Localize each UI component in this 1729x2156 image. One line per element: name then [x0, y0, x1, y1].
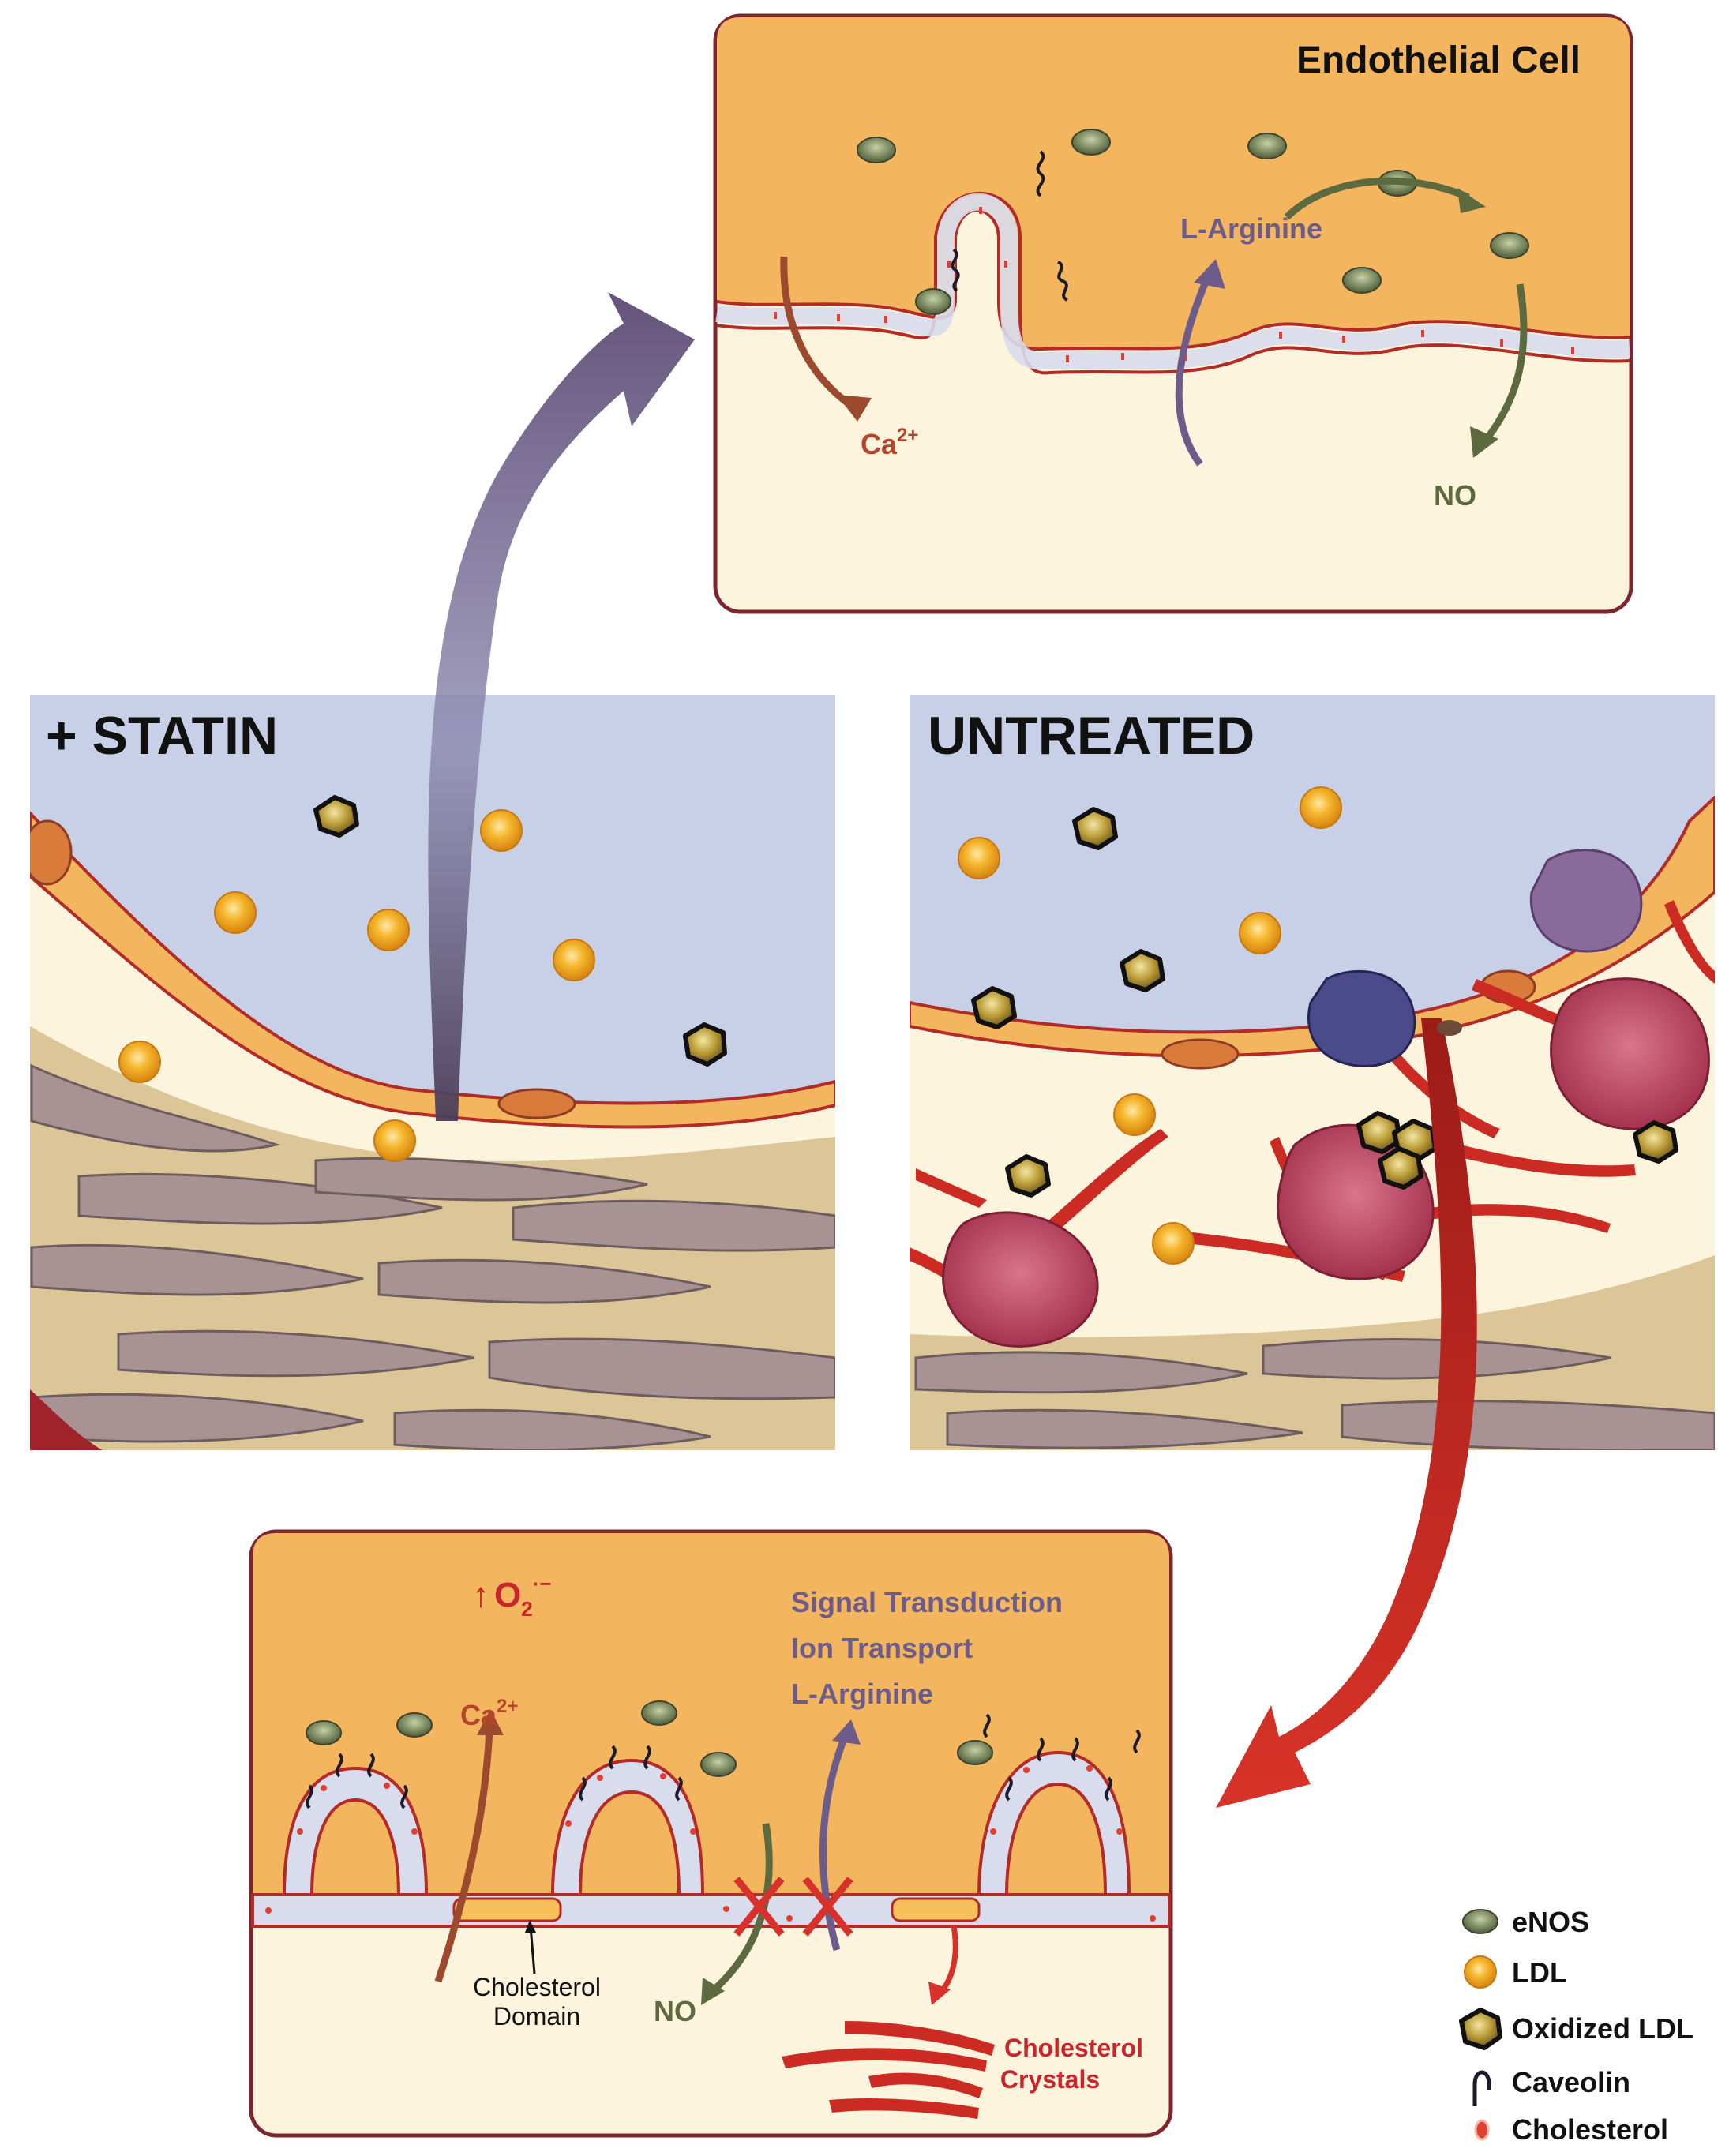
crystals-label-line2: Crystals	[1000, 2065, 1100, 2094]
calcium-label: Ca2+	[861, 425, 918, 460]
statin-ldl-particles	[118, 795, 727, 1162]
oxidized-ldl-icon	[1459, 2008, 1502, 2050]
cholesterol-domain-label-line1: Cholesterol	[473, 1973, 601, 2001]
enos-icon	[1462, 1909, 1498, 1934]
legend-label-oxidized-ldl: Oxidized LDL	[1512, 2012, 1693, 2045]
signal-list: Signal Transduction Ion Transport L-Argi…	[791, 1586, 1063, 1710]
l-arginine-label: L-Arginine	[1180, 212, 1322, 245]
no-label: NO	[1434, 479, 1476, 512]
untreated-title: UNTREATED	[928, 706, 1255, 766]
legend-label-cholesterol: Cholesterol	[1512, 2113, 1668, 2146]
ldl-icon	[1464, 1955, 1497, 1989]
legend-item-caveolin: Caveolin	[1472, 2066, 1630, 2106]
legend-item-enos: eNOS	[1462, 1906, 1589, 1938]
legend-label-caveolin: Caveolin	[1512, 2066, 1630, 2098]
endothelial-cell-title: Endothelial Cell	[1296, 39, 1581, 81]
crystals-label-line1: Cholesterol	[1004, 2034, 1143, 2062]
ion-transport-label: Ion Transport	[791, 1632, 973, 1664]
endothelial-cell-panel	[713, 13, 1633, 614]
legend: eNOS LDL Oxidized LDL Caveolin Cholester…	[1459, 1906, 1693, 2146]
cholesterol-domain-label-line2: Domain	[493, 2002, 580, 2030]
untreated-ldl-particles	[958, 786, 1678, 1265]
signal-transduction-label: Signal Transduction	[791, 1586, 1063, 1618]
statin-panel	[30, 695, 835, 1450]
legend-item-ldl: LDL	[1464, 1955, 1567, 1989]
statin-arrow	[428, 292, 695, 1121]
legend-item-oxidized-ldl: Oxidized LDL	[1459, 2008, 1693, 2050]
bottom-cell-panel	[249, 1529, 1173, 2138]
superoxide-label: ↑O2·−	[472, 1572, 552, 1621]
bottom-l-arginine-label: L-Arginine	[791, 1678, 933, 1710]
legend-label-ldl: LDL	[1512, 1956, 1567, 1989]
caveolin-icon	[1472, 2070, 1491, 2106]
bottom-no-label: NO	[654, 1995, 696, 2027]
bottom-calcium-label: Ca2+	[460, 1696, 518, 1731]
cholesterol-icon	[1474, 2119, 1490, 2141]
legend-item-cholesterol: Cholesterol	[1474, 2113, 1668, 2146]
statin-title: + STATIN	[46, 706, 278, 766]
legend-label-enos: eNOS	[1512, 1906, 1589, 1938]
untreated-arrow	[1216, 1018, 1477, 1808]
